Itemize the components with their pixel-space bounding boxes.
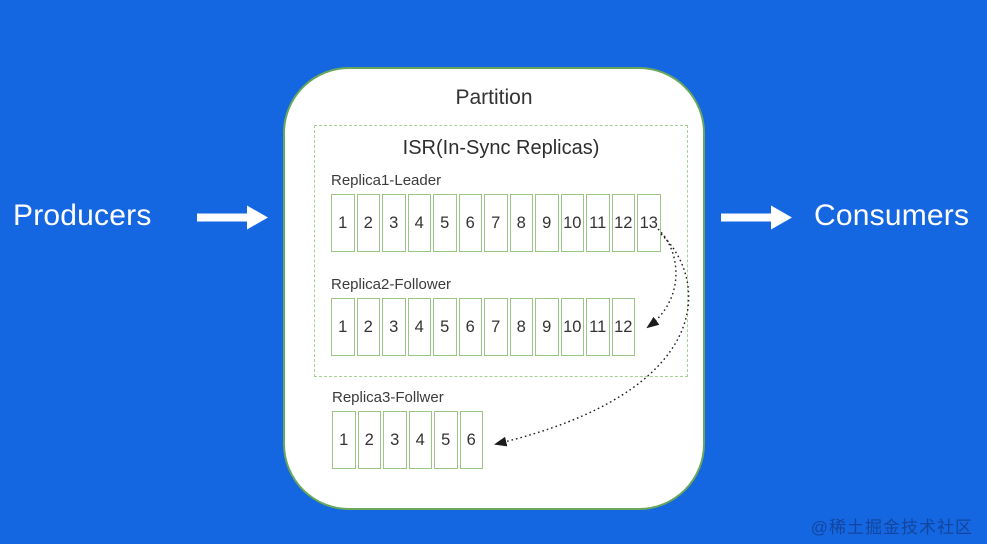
log-entry-cell: 2 [356,194,380,252]
log-entry-cell: 11 [586,194,610,252]
log-entry-cell: 3 [383,411,407,469]
partition-title: Partition [455,86,533,109]
producers-to-partition-arrow-icon [197,205,268,230]
log-entry-cell: 2 [356,298,380,356]
log-entry-cell: 4 [407,298,431,356]
log-entry-cell: 1 [331,298,355,356]
consumers-label: Consumers [814,199,970,232]
log-entry-cell: 13 [637,194,661,252]
log-entry-cell: 3 [382,194,406,252]
log-entry-cell: 4 [408,411,432,469]
log-entry-cell: 7 [484,298,508,356]
partition-to-consumers-arrow-icon [721,205,792,230]
log-entry-cell: 3 [382,298,406,356]
log-entry-cell: 12 [611,298,635,356]
log-entry-cell: 6 [458,194,482,252]
log-entry-cell: 5 [433,298,457,356]
log-entry-cell: 9 [535,194,559,252]
log-entry-cell: 1 [331,194,355,252]
log-entry-cell: 12 [611,194,635,252]
replica3-label: Replica3-Follwer [332,389,444,406]
log-entry-cell: 2 [357,411,381,469]
community-watermark: @稀土掘金技术社区 [810,518,973,537]
log-entry-cell: 5 [433,194,457,252]
log-entry-cell: 8 [509,194,533,252]
log-entry-cell: 5 [434,411,458,469]
log-entry-cell: 6 [458,298,482,356]
log-entry-cell: 4 [407,194,431,252]
partition-box: Partition ISR(In-Sync Replicas) Replica1… [283,67,705,510]
log-entry-cell: 6 [459,411,483,469]
log-entry-cell: 1 [332,411,356,469]
log-entry-cell: 11 [586,298,610,356]
log-entry-cell: 9 [535,298,559,356]
producers-label: Producers [13,199,152,232]
log-entry-cell: 8 [509,298,533,356]
isr-title: ISR(In-Sync Replicas) [402,137,600,159]
log-entry-cell: 10 [560,194,584,252]
replica2-label: Replica2-Follower [331,276,452,293]
log-entry-cell: 10 [560,298,584,356]
log-entry-cell: 7 [484,194,508,252]
replica1-label: Replica1-Leader [331,172,442,189]
